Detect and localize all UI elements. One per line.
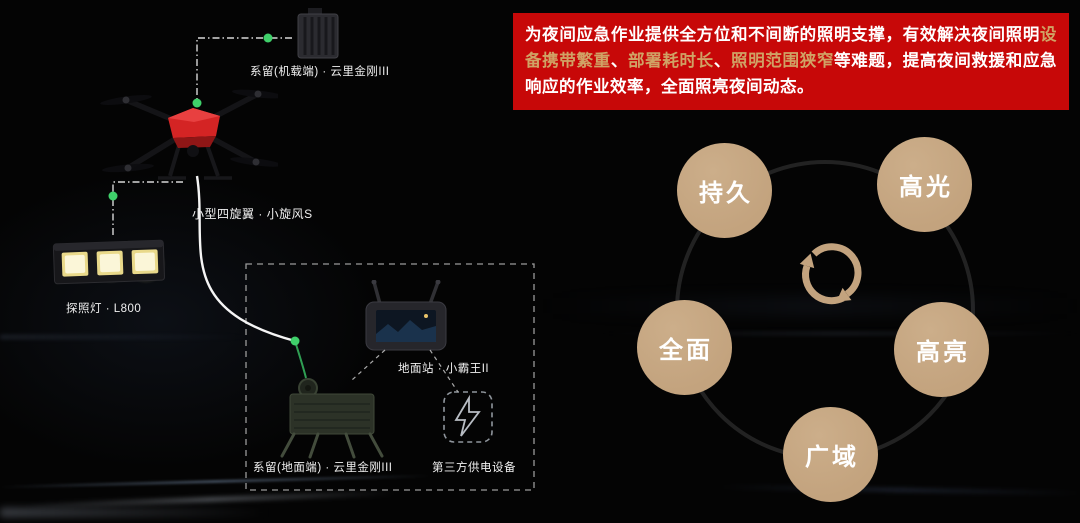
power-label: 第三方供电设备 (432, 462, 516, 474)
cycle-arrows-icon (799, 243, 862, 305)
ground-station-illustration (365, 280, 447, 351)
feature-circle: 持久 (677, 143, 772, 238)
third-party-power-illustration (443, 391, 493, 443)
light-streak (600, 332, 1080, 335)
drone-propellers (100, 89, 278, 173)
banner-text-segment: 、 (713, 52, 732, 70)
airborne-tether-label: 系留(机载端) · 云里金刚III (250, 66, 390, 78)
light-streak (540, 298, 1080, 314)
drone-label: 小型四旋翼 · 小旋风S (192, 207, 313, 221)
ground-tether-unit-illustration (280, 378, 384, 459)
connector-dot (108, 191, 118, 201)
feature-circle: 广域 (783, 407, 878, 502)
description-banner: 为夜间应急作业提供全方位和不间断的照明支撑，有效解决夜间照明设备携带繁重、部署耗… (513, 13, 1069, 110)
banner-highlight-segment: 部署耗时长 (628, 52, 714, 70)
banner-text-segment: 等难题，提高夜间救援和应急响应的作业效率，全面照亮夜间动态。 (525, 52, 1058, 96)
banner-highlight-segment: 照明范围狭窄 (731, 52, 835, 70)
ground-tether-label: 系留(地面端) · 云里金刚III (253, 462, 393, 474)
lightning-bolt-icon (454, 394, 481, 437)
banner-text-segment: 为夜间应急作业提供全方位和不间断的照明支撑，有效解决夜间照明 (525, 26, 1040, 44)
connector-dot (290, 336, 300, 346)
drone-body (168, 108, 220, 157)
ground-station-label: 地面站 · 小霸王II (398, 363, 490, 375)
searchlight-label: 探照灯 · L800 (66, 303, 142, 315)
feature-circle: 高光 (877, 137, 972, 232)
antenna-icon (371, 280, 441, 306)
feature-ring (675, 160, 975, 460)
feature-circle: 高亮 (894, 302, 989, 397)
searchlight-illustration (52, 239, 166, 285)
light-streak (719, 484, 1080, 496)
tripod-legs (280, 432, 384, 459)
connector-dot (192, 98, 202, 108)
banner-text-segment: 、 (610, 52, 629, 70)
drone-illustration (100, 89, 278, 180)
tether-cable (195, 175, 296, 343)
banner-highlight-segment: 设备携带繁重 (525, 26, 1057, 70)
feature-circle: 全面 (637, 300, 732, 395)
connector-lines (108, 33, 535, 491)
airborne-tether-unit-illustration (297, 8, 339, 59)
connector-dot (263, 33, 273, 43)
